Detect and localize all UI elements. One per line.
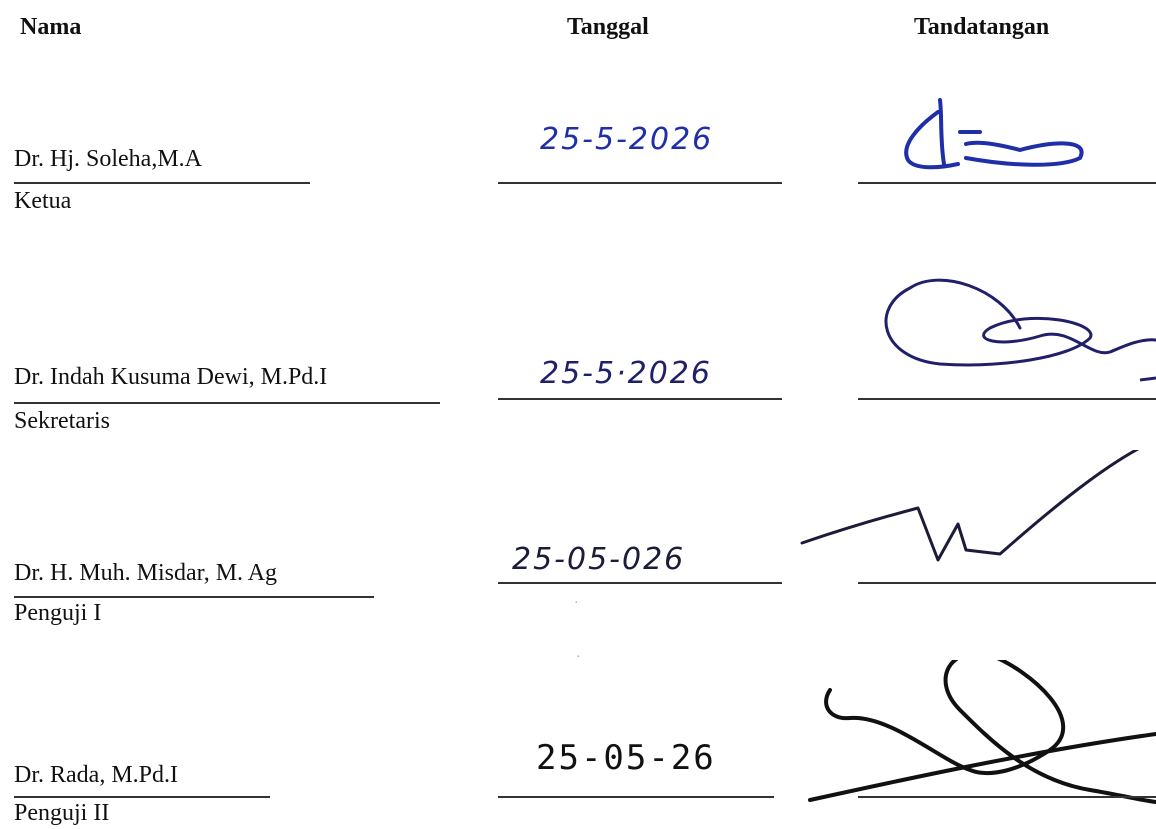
- name-line: [14, 796, 270, 798]
- signature-line: [858, 582, 1156, 584]
- signature-line: [858, 796, 1156, 798]
- signature-4: [790, 660, 1156, 810]
- scan-speck: ·: [576, 650, 581, 665]
- signature-2: [790, 268, 1156, 398]
- name-line: [14, 596, 374, 598]
- member-role: Ketua: [14, 188, 72, 214]
- name-line: [14, 402, 440, 404]
- member-name: Dr. Hj. Soleha,M.A: [14, 146, 202, 172]
- column-header-signature: Tandatangan: [914, 14, 1050, 40]
- handwritten-date: 25-5-2026: [540, 122, 714, 157]
- signature-3: [790, 450, 1156, 580]
- signature-line: [858, 182, 1156, 184]
- name-line: [14, 182, 310, 184]
- date-line: [498, 796, 774, 798]
- handwritten-date: 25-5·2026: [540, 356, 712, 391]
- column-header-date: Tanggal: [567, 14, 649, 40]
- member-role: Sekretaris: [14, 408, 110, 434]
- signature-1: [790, 60, 1156, 190]
- handwritten-date: 25-05-026: [512, 542, 686, 577]
- member-name: Dr. Indah Kusuma Dewi, M.Pd.I: [14, 364, 328, 390]
- member-name: Dr. H. Muh. Misdar, M. Ag: [14, 560, 278, 586]
- signature-line: [858, 398, 1156, 400]
- scan-speck: ·: [574, 596, 579, 611]
- member-role: Penguji I: [14, 600, 102, 626]
- handwritten-date: 25-05-26: [536, 738, 716, 778]
- member-name: Dr. Rada, M.Pd.I: [14, 762, 178, 788]
- date-line: [498, 182, 782, 184]
- column-header-name: Nama: [20, 14, 82, 40]
- date-line: [498, 582, 782, 584]
- member-role: Penguji II: [14, 800, 110, 826]
- date-line: [498, 398, 782, 400]
